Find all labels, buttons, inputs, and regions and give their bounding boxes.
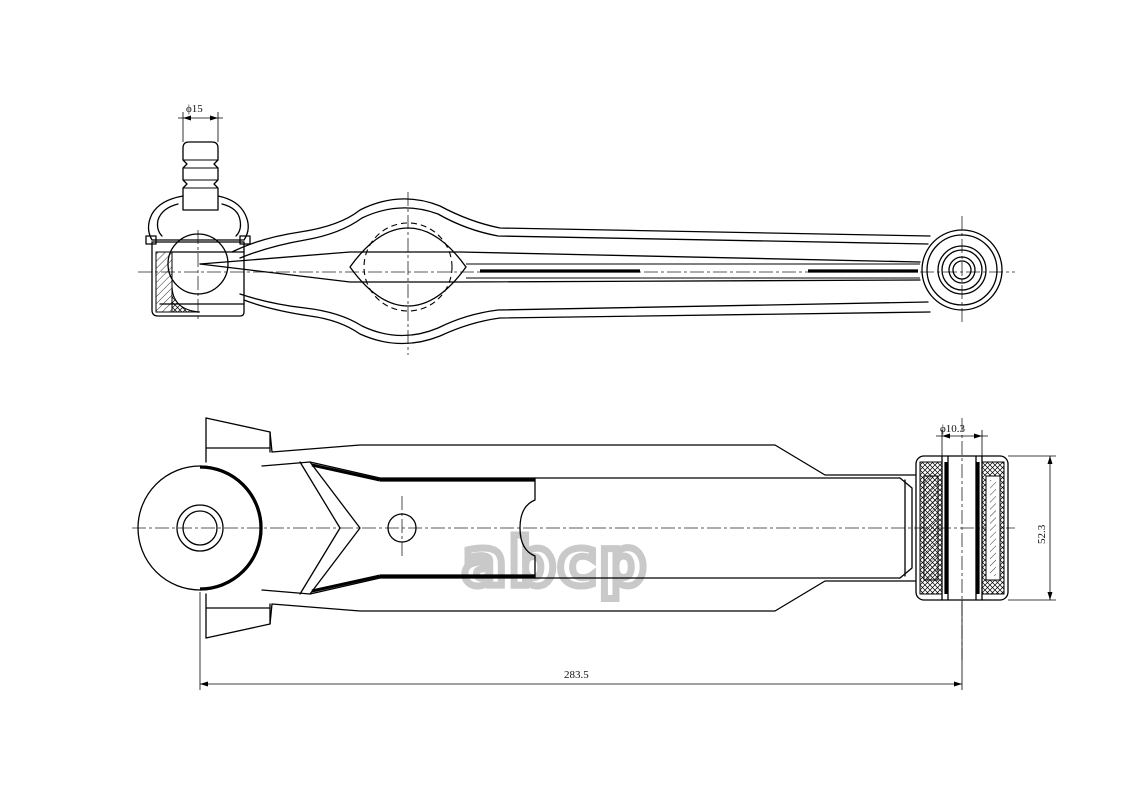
arm-body-side [199,198,931,345]
ball-stud [182,141,219,211]
dim-bushing-bore-label: ϕ10.3 [940,423,966,435]
dim-overall-length-label: 283.5 [564,669,589,681]
dim-ball-stud-label: ϕ15 [186,103,203,115]
dim-ball-stud: ϕ15 [178,103,223,142]
dim-bushing-width: 52.3 [1008,455,1056,601]
dim-bushing-width-label: 52.3 [1036,524,1048,544]
side-view: ϕ15 [138,103,1015,355]
dim-bushing-bore: ϕ10.3 [936,423,988,456]
dim-overall-length: 283.5 [199,592,963,690]
dust-boot [147,195,249,241]
arm-body-plan [205,417,916,639]
bushing-plan [915,455,1009,601]
plan-view: ϕ10.3 52.3 283.5 [132,417,1056,690]
bushing-eye-side [921,229,1003,311]
ball-joint-eye-plan [137,465,263,591]
watermark-logo: abcp [462,524,648,601]
ball-joint-housing [151,233,245,317]
